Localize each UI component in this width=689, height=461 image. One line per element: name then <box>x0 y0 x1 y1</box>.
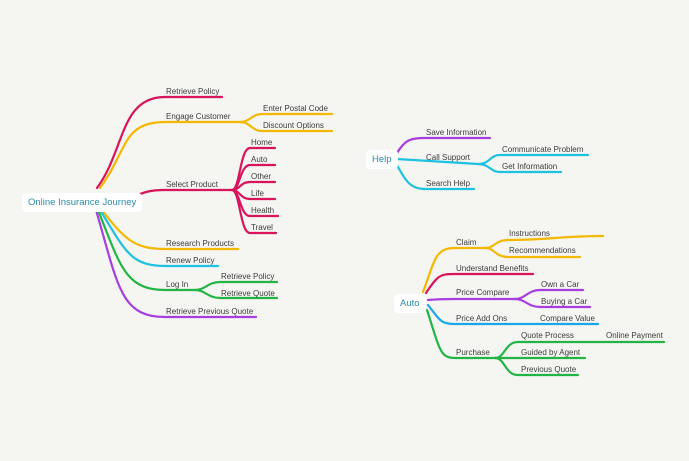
node-previous-quote[interactable]: Previous Quote <box>521 365 577 374</box>
node-get-information[interactable]: Get Information <box>502 162 558 171</box>
node-login-retrieve-quote[interactable]: Retrieve Quote <box>221 289 275 298</box>
node-recommendations[interactable]: Recommendations <box>509 246 576 255</box>
node-call-support[interactable]: Call Support <box>426 153 471 162</box>
node-discount-options[interactable]: Discount Options <box>263 121 324 130</box>
node-purchase[interactable]: Purchase <box>456 348 490 357</box>
node-research-products[interactable]: Research Products <box>166 239 235 248</box>
node-price-add-ons[interactable]: Price Add Ons <box>456 314 508 323</box>
links-help <box>395 136 590 191</box>
node-engage-customer[interactable]: Engage Customer <box>166 112 231 121</box>
node-save-information[interactable]: Save Information <box>426 128 487 137</box>
node-own-a-car[interactable]: Own a Car <box>541 280 580 289</box>
node-claim[interactable]: Claim <box>456 238 477 247</box>
node-login-retrieve-policy[interactable]: Retrieve Policy <box>221 272 275 281</box>
links-online-insurance-journey <box>94 95 334 319</box>
node-life[interactable]: Life <box>251 189 264 198</box>
node-quote-process[interactable]: Quote Process <box>521 331 574 340</box>
node-understand-benefits[interactable]: Understand Benefits <box>456 264 529 273</box>
root-label: Help <box>372 154 392 165</box>
node-select-product[interactable]: Select Product <box>166 180 219 189</box>
node-home[interactable]: Home <box>251 138 273 147</box>
node-instructions[interactable]: Instructions <box>509 229 550 238</box>
links-auto <box>421 234 666 377</box>
root-node-help[interactable]: Help <box>366 150 398 169</box>
node-retrieve-previous-quote[interactable]: Retrieve Previous Quote <box>166 307 254 316</box>
node-renew-policy[interactable]: Renew Policy <box>166 256 215 265</box>
root-label: Auto <box>400 298 420 309</box>
node-other[interactable]: Other <box>251 172 272 181</box>
node-price-compare[interactable]: Price Compare <box>456 288 510 297</box>
node-retrieve-policy[interactable]: Retrieve Policy <box>166 87 220 96</box>
node-buying-a-car[interactable]: Buying a Car <box>541 297 588 306</box>
node-online-payment[interactable]: Online Payment <box>606 331 663 340</box>
node-auto-product[interactable]: Auto <box>251 155 268 164</box>
node-log-in[interactable]: Log In <box>166 280 189 289</box>
node-guided-by-agent[interactable]: Guided by Agent <box>521 348 581 357</box>
node-travel[interactable]: Travel <box>251 223 273 232</box>
node-communicate-problem[interactable]: Communicate Problem <box>502 145 584 154</box>
root-node-online-insurance-journey[interactable]: Online Insurance Journey <box>22 193 143 212</box>
node-enter-postal-code[interactable]: Enter Postal Code <box>263 104 328 113</box>
node-search-help[interactable]: Search Help <box>426 179 471 188</box>
node-health[interactable]: Health <box>251 206 275 215</box>
root-label: Online Insurance Journey <box>28 197 137 208</box>
node-compare-value[interactable]: Compare Value <box>540 314 595 323</box>
root-node-auto[interactable]: Auto <box>394 294 426 313</box>
